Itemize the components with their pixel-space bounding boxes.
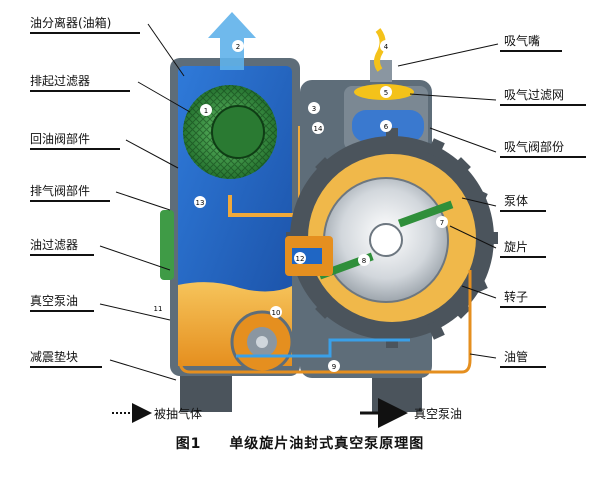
label-underline bbox=[30, 366, 102, 368]
label-intake-filter: 吸气过滤网 bbox=[504, 88, 565, 102]
label-underline bbox=[30, 310, 94, 312]
label-underline bbox=[500, 366, 546, 368]
figure-caption: 图1 单级旋片油封式真空泵原理图 bbox=[0, 433, 600, 453]
svg-text:11: 11 bbox=[154, 305, 163, 313]
svg-text:10: 10 bbox=[272, 309, 281, 317]
marker-3: 3 bbox=[308, 102, 320, 114]
label-intake-valve: 吸气阀部份 bbox=[504, 140, 565, 154]
label-intake-nozzle: 吸气嘴 bbox=[504, 34, 541, 48]
label-pump-body: 泵体 bbox=[504, 194, 529, 208]
label-underline bbox=[500, 256, 546, 258]
svg-text:4: 4 bbox=[384, 43, 389, 51]
marker-13: 13 bbox=[194, 196, 206, 208]
label-oil-tube: 油管 bbox=[504, 350, 529, 364]
marker-14: 14 bbox=[312, 122, 324, 134]
label-underline bbox=[30, 254, 94, 256]
caption-figure-number: 图1 bbox=[175, 436, 202, 452]
marker-6: 6 bbox=[380, 120, 392, 132]
svg-text:2: 2 bbox=[236, 43, 240, 51]
label-underline bbox=[500, 306, 546, 308]
label-vane: 旋片 bbox=[504, 240, 529, 254]
svg-text:9: 9 bbox=[332, 363, 336, 371]
svg-text:13: 13 bbox=[196, 199, 205, 207]
svg-text:14: 14 bbox=[314, 125, 323, 133]
svg-text:6: 6 bbox=[384, 123, 389, 131]
marker-10: 10 bbox=[270, 306, 282, 318]
exhaust-filter-core bbox=[211, 105, 265, 159]
marker-2: 2 bbox=[232, 40, 244, 52]
exhaust-arrow-icon bbox=[208, 12, 256, 70]
label-underline bbox=[30, 200, 110, 202]
legend-gas-label: 被抽气体 bbox=[154, 407, 203, 421]
marker-8: 8 bbox=[358, 254, 370, 266]
label-rotor: 转子 bbox=[504, 290, 529, 304]
label-underline bbox=[500, 210, 546, 212]
svg-text:12: 12 bbox=[296, 255, 305, 263]
marker-7: 7 bbox=[436, 216, 448, 228]
label-underline bbox=[500, 156, 586, 158]
label-damping-pad: 减震垫块 bbox=[30, 350, 79, 364]
label-underline bbox=[30, 90, 130, 92]
left-foot bbox=[180, 370, 232, 412]
svg-text:8: 8 bbox=[362, 257, 366, 265]
svg-text:7: 7 bbox=[440, 219, 444, 227]
part-number-markers: 1 2 3 4 5 6 7 8 9 10 11 12 13 14 bbox=[152, 40, 448, 372]
svg-text:5: 5 bbox=[384, 89, 388, 97]
label-vacuum-pump-oil: 真空泵油 bbox=[30, 294, 79, 308]
caption-title: 单级旋片油封式真空泵原理图 bbox=[229, 436, 425, 452]
rotor-hub bbox=[369, 223, 403, 257]
marker-11: 11 bbox=[152, 302, 164, 314]
label-oil-separator: 油分离器(油箱) bbox=[30, 16, 112, 30]
svg-text:1: 1 bbox=[204, 107, 208, 115]
vane-upper bbox=[397, 200, 454, 228]
marker-12: 12 bbox=[294, 252, 306, 264]
label-underline bbox=[500, 50, 562, 52]
leader-lines bbox=[99, 23, 499, 381]
label-exhaust-filter: 排起过滤器 bbox=[30, 74, 91, 88]
oil-tube bbox=[236, 338, 410, 358]
label-exhaust-valve: 排气阀部件 bbox=[30, 184, 91, 198]
sight-glass bbox=[160, 210, 174, 280]
intake-nozzle bbox=[370, 60, 392, 82]
label-underline bbox=[500, 104, 586, 106]
marker-9: 9 bbox=[328, 360, 340, 372]
intake-flow bbox=[374, 28, 386, 72]
marker-5: 5 bbox=[380, 86, 392, 98]
label-underline bbox=[30, 148, 120, 150]
label-oil-filter: 油过滤器 bbox=[30, 238, 79, 252]
marker-4: 4 bbox=[380, 40, 392, 52]
svg-text:3: 3 bbox=[312, 105, 316, 113]
label-underline bbox=[30, 32, 140, 34]
legend-oil-label: 真空泵油 bbox=[414, 407, 463, 421]
marker-1: 1 bbox=[200, 104, 212, 116]
label-oil-return-valve: 回油阀部件 bbox=[30, 132, 91, 146]
